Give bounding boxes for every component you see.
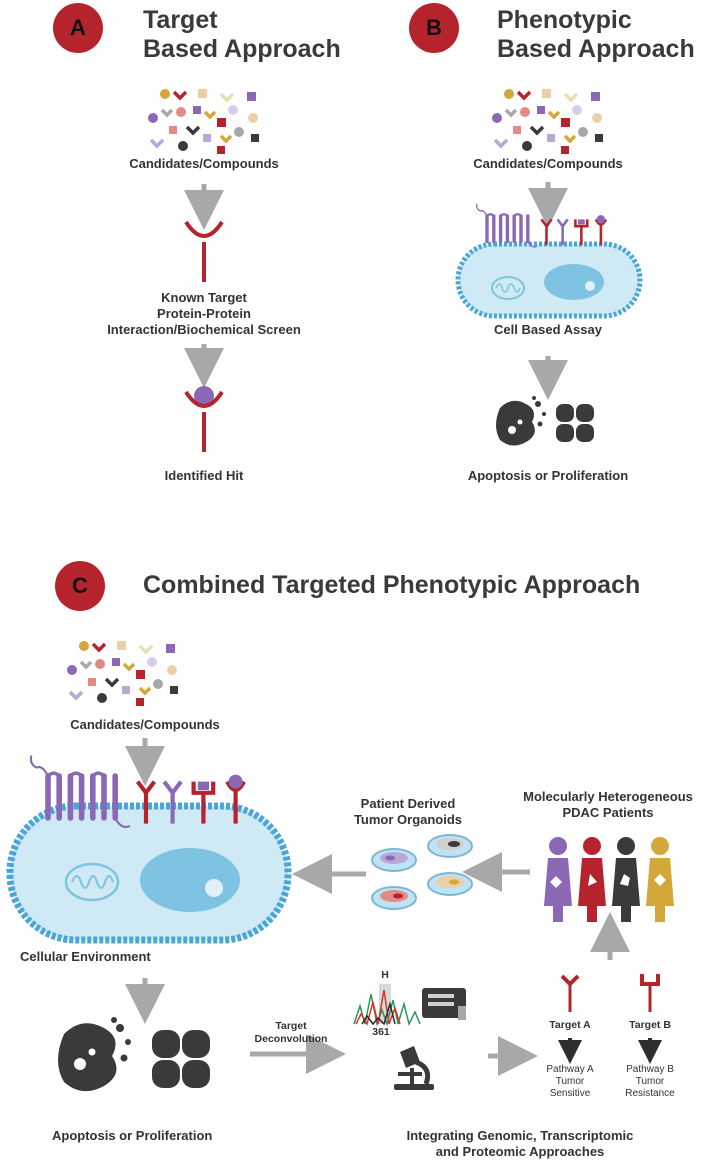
- microscope-icon: [394, 1046, 434, 1090]
- cellular-environment-icon: [6, 756, 292, 944]
- pathway-b-line2: Tumor: [635, 1076, 665, 1087]
- target-a-label: Target A: [549, 1019, 591, 1031]
- organoid-dishes-icon: [371, 834, 473, 910]
- organoids-line2: Tumor Organoids: [353, 812, 463, 827]
- compounds-cluster-a: [146, 87, 261, 156]
- apoptosis-cell-icon-c: [58, 1017, 131, 1092]
- mitochondria-icon-c: [64, 862, 120, 902]
- sequencer-machine-icon: [422, 988, 466, 1020]
- known-target-receptor-icon: [184, 220, 224, 282]
- panel-b-candidates-label: Candidates/Compounds: [473, 156, 623, 171]
- panel-b-title-line2: Based Approach: [497, 34, 695, 63]
- integrating-line2: and Proteomic Approaches: [435, 1144, 605, 1159]
- patients-icon-group: [544, 837, 674, 922]
- panel-c-candidates-label: Candidates/Compounds: [70, 717, 220, 732]
- panel-a-known-target-label: Known Target Protein-Protein Interaction…: [84, 290, 324, 338]
- panel-a-candidates-label: Candidates/Compounds: [129, 156, 279, 171]
- panel-b-outcome-label: Apoptosis or Proliferation: [467, 468, 629, 483]
- sequence-number: 361: [372, 1026, 390, 1038]
- compounds-cluster-c: [65, 639, 180, 708]
- sequence-letter: H: [381, 969, 389, 981]
- panel-b-title: Phenotypic Based Approach: [497, 6, 695, 64]
- compounds-cluster-b: [490, 87, 605, 156]
- identified-hit-receptor-icon: [184, 386, 224, 452]
- sequencing-chromatogram-icon: [353, 984, 421, 1027]
- patient-red-icon: [578, 837, 606, 922]
- organoid-dish-2: [427, 834, 473, 858]
- known-target-line1: Known Target: [161, 290, 247, 305]
- panel-c-outcome-label: Apoptosis or Proliferation: [52, 1128, 213, 1143]
- pathway-b-line3: Resistance: [625, 1088, 675, 1099]
- pathway-b-line1: Pathway B: [626, 1064, 674, 1075]
- badge-a: A: [53, 3, 103, 53]
- target-b-receptor-icon: [640, 974, 660, 1012]
- deconvolution-label: Target Deconvolution: [248, 1020, 334, 1046]
- panel-a-title: Target Based Approach: [143, 6, 341, 64]
- badge-c: C: [55, 561, 105, 611]
- patients-line1: Molecularly Heterogeneous: [523, 789, 693, 804]
- known-target-line3: Interaction/Biochemical Screen: [107, 322, 301, 337]
- patients-label: Molecularly Heterogeneous PDAC Patients: [510, 789, 706, 821]
- panel-a-title-line2: Based Approach: [143, 34, 341, 63]
- deconvolution-line1: Target: [275, 1020, 307, 1032]
- apoptosis-cell-icon-b: [496, 396, 546, 446]
- proliferation-cell-icon-b: [556, 404, 594, 442]
- deconvolution-line2: Deconvolution: [254, 1033, 328, 1045]
- mitochondria-icon: [491, 276, 525, 300]
- panel-c-title: Combined Targeted Phenotypic Approach: [143, 571, 641, 599]
- target-b-label: Target B: [629, 1019, 671, 1031]
- organoid-dish-3: [371, 886, 417, 910]
- organoids-label: Patient Derived Tumor Organoids: [338, 796, 478, 828]
- proliferation-cell-icon-c: [152, 1030, 210, 1088]
- pathway-a-line3: Sensitive: [549, 1088, 591, 1099]
- cell-based-assay-icon: [455, 202, 643, 319]
- panel-b-title-line1: Phenotypic: [497, 6, 632, 34]
- panel-a-hit-label: Identified Hit: [164, 468, 244, 483]
- pathway-b-label: Pathway B Tumor Resistance: [614, 1064, 686, 1100]
- target-a-receptor-icon: [560, 974, 580, 1012]
- pathway-a-line1: Pathway A: [546, 1064, 594, 1075]
- patient-purple-icon: [544, 837, 572, 922]
- badge-b: B: [409, 3, 459, 53]
- panel-b-assay-label: Cell Based Assay: [494, 322, 602, 337]
- integrating-line1: Integrating Genomic, Transcriptomic: [406, 1128, 634, 1143]
- pathway-a-label: Pathway A Tumor Sensitive: [534, 1064, 606, 1100]
- organoids-line1: Patient Derived: [360, 796, 456, 811]
- patient-gold-icon: [646, 837, 674, 922]
- known-target-line2: Protein-Protein: [157, 306, 251, 321]
- patient-dark-icon: [612, 837, 640, 922]
- integrating-approaches-label: Integrating Genomic, Transcriptomic and …: [370, 1128, 670, 1160]
- cellular-environment-label: Cellular Environment: [20, 949, 151, 964]
- panel-a-title-line1: Target: [143, 6, 218, 34]
- pathway-a-line2: Tumor: [555, 1076, 585, 1087]
- organoid-dish-4: [427, 872, 473, 896]
- patients-line2: PDAC Patients: [562, 805, 654, 820]
- organoid-dish-1: [371, 848, 417, 872]
